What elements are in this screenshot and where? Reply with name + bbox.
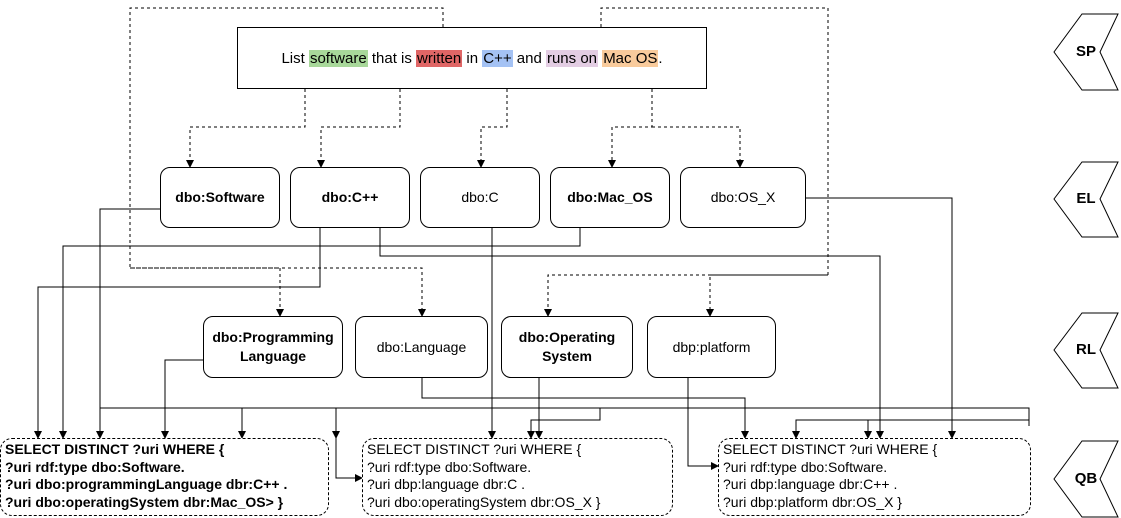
highlight-software: software xyxy=(308,49,368,67)
entity-software: dbo:Software xyxy=(160,167,280,228)
relation-platform: dbp:platform xyxy=(647,316,776,378)
entity-cpp: dbo:C++ xyxy=(290,167,410,228)
stage-chevrons xyxy=(1053,13,1119,518)
stage-label-el: EL xyxy=(1076,190,1096,207)
sentence-part: in xyxy=(462,49,483,67)
relation-language: dbo:Language xyxy=(355,316,488,378)
entity-c: dbo:C xyxy=(420,167,540,228)
query-candidate-3: SELECT DISTINCT ?uri WHERE { ?uri rdf:ty… xyxy=(718,438,1031,516)
query-candidate-2: SELECT DISTINCT ?uri WHERE { ?uri rdf:ty… xyxy=(362,438,673,516)
stage-label-qb: QB xyxy=(1074,470,1098,487)
entity-os-x: dbo:OS_X xyxy=(680,167,806,228)
question-sentence-box: List software that is written in C++ and… xyxy=(237,27,707,89)
sentence-part: and xyxy=(512,49,546,67)
sp-to-el-connectors xyxy=(129,7,829,317)
query-candidate-1: SELECT DISTINCT ?uri WHERE { ?uri rdf:ty… xyxy=(0,438,329,516)
highlight-runs-on: runs on xyxy=(545,49,599,67)
stage-label-sp: SP xyxy=(1075,43,1096,60)
sentence-part: List xyxy=(281,49,309,67)
highlight-written: written xyxy=(416,49,463,67)
el-rl-to-qb-connectors xyxy=(34,197,1030,482)
sentence-part: that is xyxy=(367,49,417,67)
entity-mac-os: dbo:Mac_OS xyxy=(550,167,670,228)
stage-label-rl: RL xyxy=(1076,341,1096,358)
sentence-part: . xyxy=(658,49,663,67)
highlight-cpp: C++ xyxy=(482,49,513,67)
highlight-mac-os: Mac OS xyxy=(602,49,659,67)
